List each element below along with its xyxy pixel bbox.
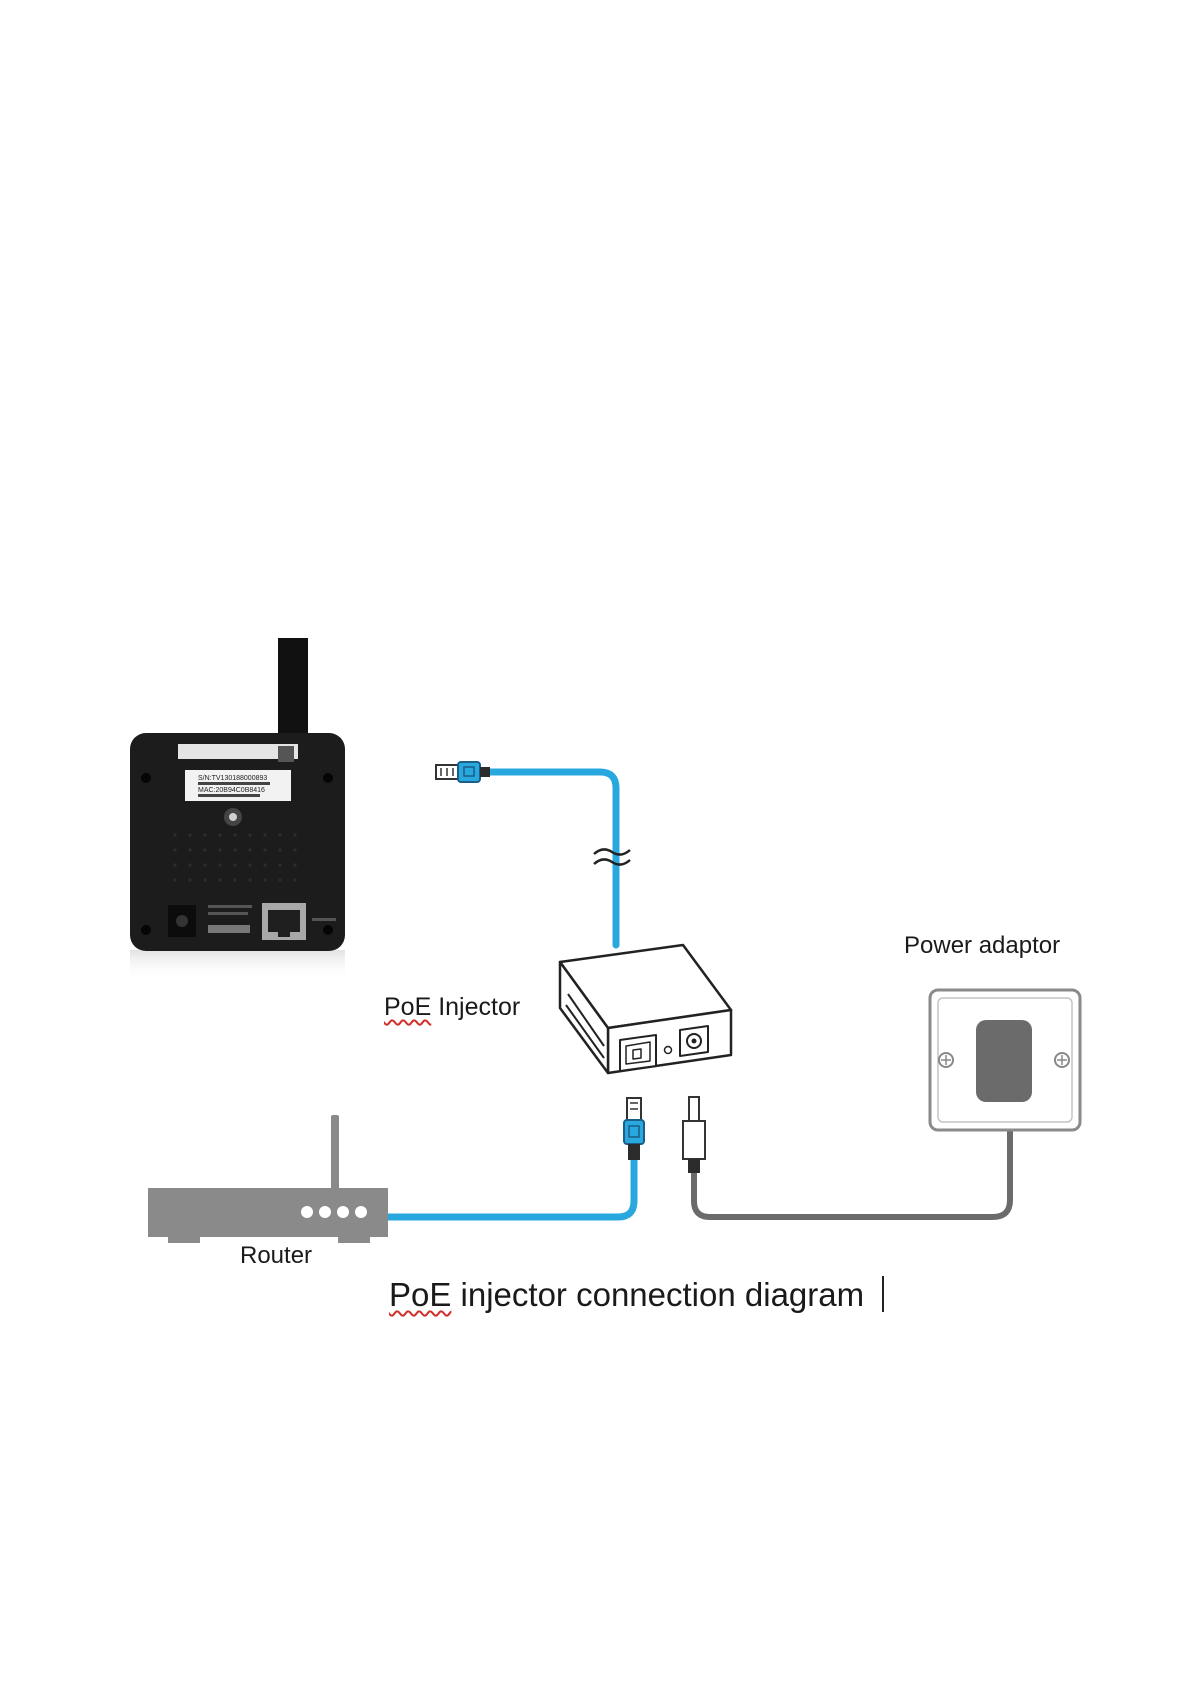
camera-small-print: [312, 918, 336, 921]
camera-screw: [141, 925, 151, 935]
camera-screw: [141, 773, 151, 783]
camera-barcode: [198, 794, 260, 797]
router-foot: [338, 1237, 370, 1243]
camera-mount-hole: [229, 813, 237, 821]
power-adaptor-device: [930, 990, 1080, 1130]
router-status-led: [355, 1206, 367, 1218]
router-foot: [168, 1237, 200, 1243]
router-device: [148, 1115, 388, 1243]
camera-screw: [323, 925, 333, 935]
rj45-boot-icon: [624, 1120, 644, 1144]
power-adaptor-label: Power adaptor: [904, 934, 1060, 958]
camera-barcode: [198, 782, 270, 785]
camera-cert-marks: [208, 925, 250, 933]
ethernet-cable-to-camera: [436, 762, 630, 945]
cable-break-icon: [594, 849, 630, 854]
caption-text: injector connection diagram: [451, 1276, 864, 1313]
camera-reflection: [130, 950, 345, 980]
power-adaptor-plug: [976, 1020, 1032, 1102]
spellcheck-word: PoE: [384, 993, 431, 1021]
rj45-boot-icon: [458, 762, 480, 782]
router-status-led: [319, 1206, 331, 1218]
poe-injector-label: PoE Injector: [384, 995, 520, 1020]
ip-camera: S/N:TV130188000893 MAC:20B94C0B8416: [130, 638, 345, 980]
dc-plug-icon: [683, 1121, 705, 1159]
poe-injector-device: [560, 945, 731, 1073]
camera-screw: [323, 773, 333, 783]
ethernet-cable-to-router: [388, 1098, 644, 1217]
spellcheck-word: PoE: [389, 1276, 451, 1313]
poe-injector-label-text: Injector: [431, 993, 520, 1021]
camera-power-jack: [176, 915, 188, 927]
camera-rj45-port: [268, 910, 300, 932]
camera-qr-code: [278, 746, 294, 762]
diagram-caption: PoE injector connection diagram: [389, 1276, 884, 1312]
camera-serial-number: S/N:TV130188000893: [198, 775, 267, 782]
router-body: [148, 1188, 388, 1237]
router-status-led: [337, 1206, 349, 1218]
camera-small-print: [208, 905, 252, 908]
camera-small-print: [208, 912, 248, 915]
router-antenna: [331, 1115, 339, 1190]
router-label: Router: [240, 1244, 312, 1268]
dc-plug-icon: [689, 1097, 699, 1121]
cable-break-icon: [594, 859, 630, 864]
router-status-led: [301, 1206, 313, 1218]
camera-rj45-port: [278, 932, 290, 937]
camera-mac-address: MAC:20B94C0B8416: [198, 787, 265, 794]
text-cursor: [882, 1276, 884, 1312]
